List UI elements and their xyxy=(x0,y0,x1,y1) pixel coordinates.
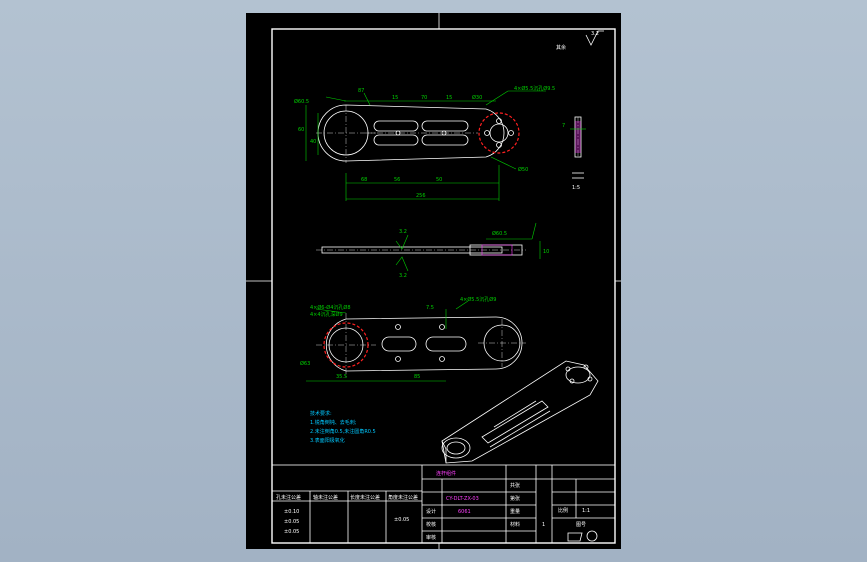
tech-req-line1: 1.锐角倒钝、去毛刺; xyxy=(310,419,357,426)
back-dim-75: 7.5 xyxy=(426,305,434,311)
holes-note: 4×Ø5.5沉孔Ø9.5 xyxy=(514,85,555,92)
side-dim-7: 7 xyxy=(562,123,565,129)
tb-material: 6061 xyxy=(458,509,471,515)
tb-tol-val-2: ±0.05 xyxy=(284,519,299,525)
back-view: 4×Ø6-Ø4沉孔Ø8 4×4沉孔深Ø9 4×Ø5.5沉孔Ø9 7.5 Ø63 … xyxy=(300,296,526,382)
tb-scale-value: 1:1 xyxy=(582,508,590,514)
tb-row-review: 审核 xyxy=(426,534,436,541)
side-view: 7 1:5 xyxy=(562,116,586,191)
tb-material-label: 材料 xyxy=(510,521,520,528)
dim-68: 68 xyxy=(361,177,367,183)
dim-d-right: Ø30 xyxy=(472,94,482,101)
back-holes-b: 4×4沉孔深Ø9 xyxy=(310,311,343,318)
tb-drawing-no: CY-DLT-ZX-03 xyxy=(446,496,479,502)
back-dim-35: 35.5 xyxy=(336,374,347,380)
dim-15a: 15 xyxy=(392,95,398,101)
drawing-sheet[interactable]: 3.2 其余 xyxy=(246,13,621,549)
front-dim-10: 10 xyxy=(543,249,549,255)
tb-row-design: 设计 xyxy=(426,508,436,515)
inner-frame xyxy=(271,28,616,544)
front-section-note: Ø60.5 xyxy=(492,230,507,237)
projection-symbol-icon xyxy=(567,532,583,542)
dim-60: 60 xyxy=(298,127,304,133)
tb-angle-tol: ±0.05 xyxy=(394,517,409,523)
roughness-value: 3.2 xyxy=(591,31,599,37)
tb-tol-hole: 孔未注公差 xyxy=(276,494,301,501)
flange-circle-right xyxy=(478,112,520,154)
tb-row-check: 校核 xyxy=(426,521,436,528)
front-view: 3.2 3.2 Ø60.5 10 xyxy=(316,222,549,279)
tb-scale-label: 比例 xyxy=(558,507,568,514)
back-view-outline xyxy=(325,316,523,372)
tb-sheet-count: 1 xyxy=(542,522,545,528)
tb-weight: 重量 xyxy=(510,508,520,515)
tb-part-name: 连杆组件 xyxy=(436,470,456,477)
tech-requirements: 技术要求: 1.锐角倒钝、去毛刺; 2.未注倒角0.5,未注圆角R0.5 3.表… xyxy=(310,410,376,444)
dim-40: 40 xyxy=(310,139,316,145)
title-block: 连杆组件 CY-DLT-ZX-03 6061 比例 1:1 设计 校核 审核 共… xyxy=(271,464,616,544)
tech-req-line3: 3.表面阳极氧化 xyxy=(310,437,345,444)
back-holes-a: 4×Ø6-Ø4沉孔Ø8 xyxy=(310,304,351,311)
back-dim-85: 85 xyxy=(414,374,420,380)
back-dim-63: Ø63 xyxy=(300,360,310,367)
iso-view xyxy=(441,360,599,464)
tb-tol-shaft: 轴未注公差 xyxy=(313,494,338,501)
dim-70: 70 xyxy=(421,95,427,101)
top-view: Ø60.5 Ø30 Ø50 4×Ø5.5沉孔Ø9.5 87 15 70 15 6… xyxy=(294,85,555,201)
tb-tol-length: 长度未注公差 xyxy=(350,494,380,501)
dim-15b: 15 xyxy=(446,95,452,101)
side-scale: 1:5 xyxy=(572,185,580,191)
dim-d-left: Ø60.5 xyxy=(294,98,309,105)
tb-tol-val-1: ±0.10 xyxy=(284,509,299,515)
tb-sheet-no: 第张 xyxy=(510,495,520,502)
roughness-prefix: 其余 xyxy=(556,44,566,51)
tb-tol-val-3: ±0.05 xyxy=(284,529,299,535)
drawing-canvas[interactable]: 3.2 其余 xyxy=(246,13,621,549)
dim-56: 56 xyxy=(394,177,400,183)
dim-total: 256 xyxy=(416,193,426,199)
dim-50: 50 xyxy=(436,177,442,183)
tb-sheets-total: 共张 xyxy=(510,482,520,489)
dim-d-bottom-right: Ø50 xyxy=(518,166,528,173)
front-rough-b: 3.2 xyxy=(399,273,407,279)
front-rough-a: 3.2 xyxy=(399,229,407,235)
tech-req-line2: 2.未注倒角0.5,未注圆角R0.5 xyxy=(310,428,376,435)
dim-87: 87 xyxy=(358,88,364,94)
tb-company: 图号 xyxy=(576,522,586,528)
roughness-symbol-icon: 3.2 xyxy=(585,30,604,46)
tech-req-title: 技术要求: xyxy=(310,410,332,417)
tb-tol-angle: 角度未注公差 xyxy=(388,494,418,501)
back-holes-c: 4×Ø5.5沉孔Ø9 xyxy=(460,296,496,303)
